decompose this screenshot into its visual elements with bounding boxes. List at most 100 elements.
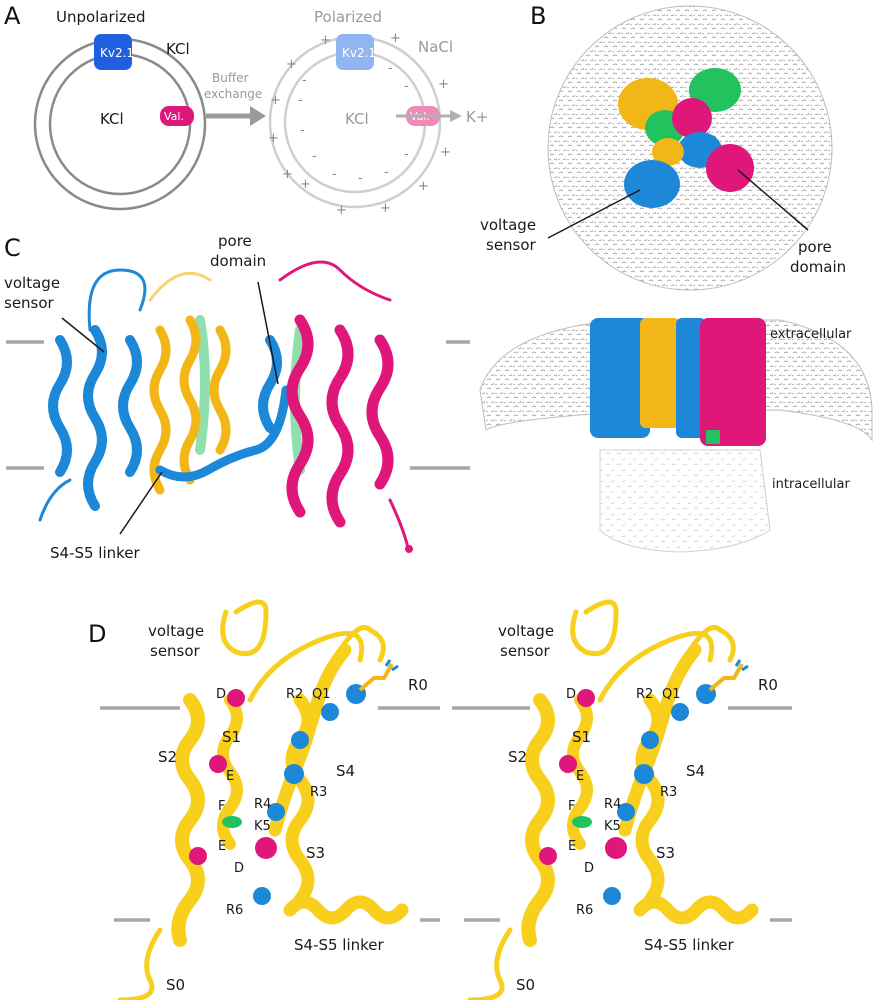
charge-plus: +	[286, 57, 297, 72]
residue-r3-sphere	[284, 764, 304, 784]
channel-ribbon	[38, 260, 413, 553]
outside-left-label: KCl	[166, 40, 190, 58]
valinomycin-left-label: Val.	[164, 110, 184, 123]
charge-plus: +	[390, 31, 401, 46]
voltage-sensor-leader-b	[547, 189, 641, 239]
loop-s1-s2	[247, 630, 364, 703]
residue-k5-sphere	[617, 803, 635, 821]
residue-r2-sphere	[641, 731, 659, 749]
residue-e-sphere	[559, 755, 577, 773]
helix-linker	[633, 895, 759, 925]
side-blue-right	[676, 318, 706, 438]
panel-letter-c: C	[4, 234, 21, 262]
voltage-sensor-label-b-line1: voltage	[480, 216, 536, 234]
polarized-title: Polarized	[314, 8, 382, 26]
residue-q1-sphere	[321, 703, 339, 721]
buffer-exchange-arrowhead	[250, 106, 266, 126]
residue-label-f: F	[218, 799, 225, 814]
helix-blue	[258, 335, 282, 433]
residue-r2-sphere	[291, 731, 309, 749]
arrow-label-line2: exchange	[204, 87, 262, 101]
panel-d: D	[88, 599, 792, 1000]
residue-r0-sidechain	[358, 663, 394, 692]
helix-label-s2: S2	[158, 748, 177, 766]
residue-d-sphere	[255, 837, 277, 859]
residue-label-r2: R2	[636, 687, 653, 702]
helix-s2	[521, 693, 555, 947]
residue-r6-sphere	[253, 887, 271, 905]
panel-c: C	[4, 232, 470, 562]
loop-gold	[148, 271, 212, 302]
residue-label-d-top: D	[216, 687, 226, 702]
charge-plus: +	[380, 201, 391, 216]
pore-domain-label-b-line1: pore	[798, 238, 832, 256]
voltage-sensor-label-c-line1: voltage	[4, 274, 60, 292]
kv-channel-left	[94, 34, 132, 70]
voltage-sensor-label-b-line2: sensor	[486, 236, 537, 254]
residue-r0-nitrogens	[734, 659, 749, 672]
residue-label-d-bottom: D	[584, 861, 594, 876]
residue-f	[222, 816, 242, 828]
residue-r0-sidechain	[708, 663, 744, 692]
voltage-sensor-label-c-line2: sensor	[4, 294, 55, 312]
residue-k5-sphere	[267, 803, 285, 821]
side-green	[706, 430, 720, 444]
helix-blue-linker	[155, 385, 291, 482]
residue-e-sphere	[539, 847, 557, 865]
subunit-blue-vsd	[624, 160, 680, 208]
side-magenta	[700, 318, 766, 446]
residue-label-k5: K5	[254, 819, 271, 834]
terminus-magenta	[405, 545, 413, 553]
loop-top	[220, 599, 269, 656]
charge-minus: -	[404, 79, 409, 94]
helix-blue	[83, 325, 107, 511]
helix-linker	[283, 895, 409, 925]
charge-minus: -	[404, 147, 409, 162]
helix-s0	[467, 927, 513, 1000]
helix-s2	[171, 693, 205, 947]
subunit-gold-pore	[652, 138, 684, 166]
pore-domain-label-b-line2: domain	[790, 258, 846, 276]
intracellular-label: intracellular	[772, 477, 850, 492]
subunit-magenta-pore	[672, 98, 712, 138]
stereo-left: voltage sensor R0 Q1 R2 R3 R4 K5 R6 D E …	[117, 599, 428, 1000]
charge-plus: +	[440, 145, 451, 160]
arrow-label-line1: Buffer	[212, 71, 248, 85]
residue-label-e-top: E	[226, 769, 234, 784]
residue-label-r0: R0	[408, 676, 428, 694]
helix-label-s4: S4	[336, 762, 355, 780]
charge-plus: +	[438, 77, 449, 92]
helix-label-s0: S0	[166, 976, 185, 994]
loop-blue	[38, 478, 72, 522]
inside-left-label: KCl	[100, 110, 124, 128]
helix-label-s4: S4	[686, 762, 705, 780]
helix-label-s3: S3	[306, 844, 325, 862]
voltage-sensor-label-d-left-line2: sensor	[150, 642, 201, 660]
helix-magenta	[366, 334, 394, 490]
linker-leader-c	[119, 471, 163, 535]
panel-letter-d: D	[88, 620, 106, 648]
residue-label-f: F	[568, 799, 575, 814]
linker-label-d-left: S4-S5 linker	[294, 936, 385, 954]
residue-label-d-bottom: D	[234, 861, 244, 876]
side-gold	[640, 318, 680, 428]
pore-domain-label-c-line1: pore	[218, 232, 252, 250]
residue-label-r3: R3	[660, 785, 677, 800]
helix-s0	[117, 927, 163, 1000]
charge-minus: -	[384, 165, 389, 180]
kv-channel-left-label: Kv2.1	[100, 46, 134, 60]
residue-label-r3: R3	[310, 785, 327, 800]
residue-label-r4: R4	[254, 797, 271, 812]
charge-plus: +	[300, 177, 311, 192]
helix-gold	[149, 325, 171, 495]
inside-right-label: KCl	[345, 110, 369, 128]
charge-minus: -	[302, 73, 307, 88]
residue-label-e-bottom: E	[568, 839, 576, 854]
residue-d-sphere	[605, 837, 627, 859]
loop-magenta	[278, 260, 392, 302]
linker-label-d-right: S4-S5 linker	[644, 936, 735, 954]
residue-e-sphere	[189, 847, 207, 865]
helix-blue	[118, 335, 142, 477]
residue-label-r4: R4	[604, 797, 621, 812]
side-blue-left	[590, 318, 650, 438]
